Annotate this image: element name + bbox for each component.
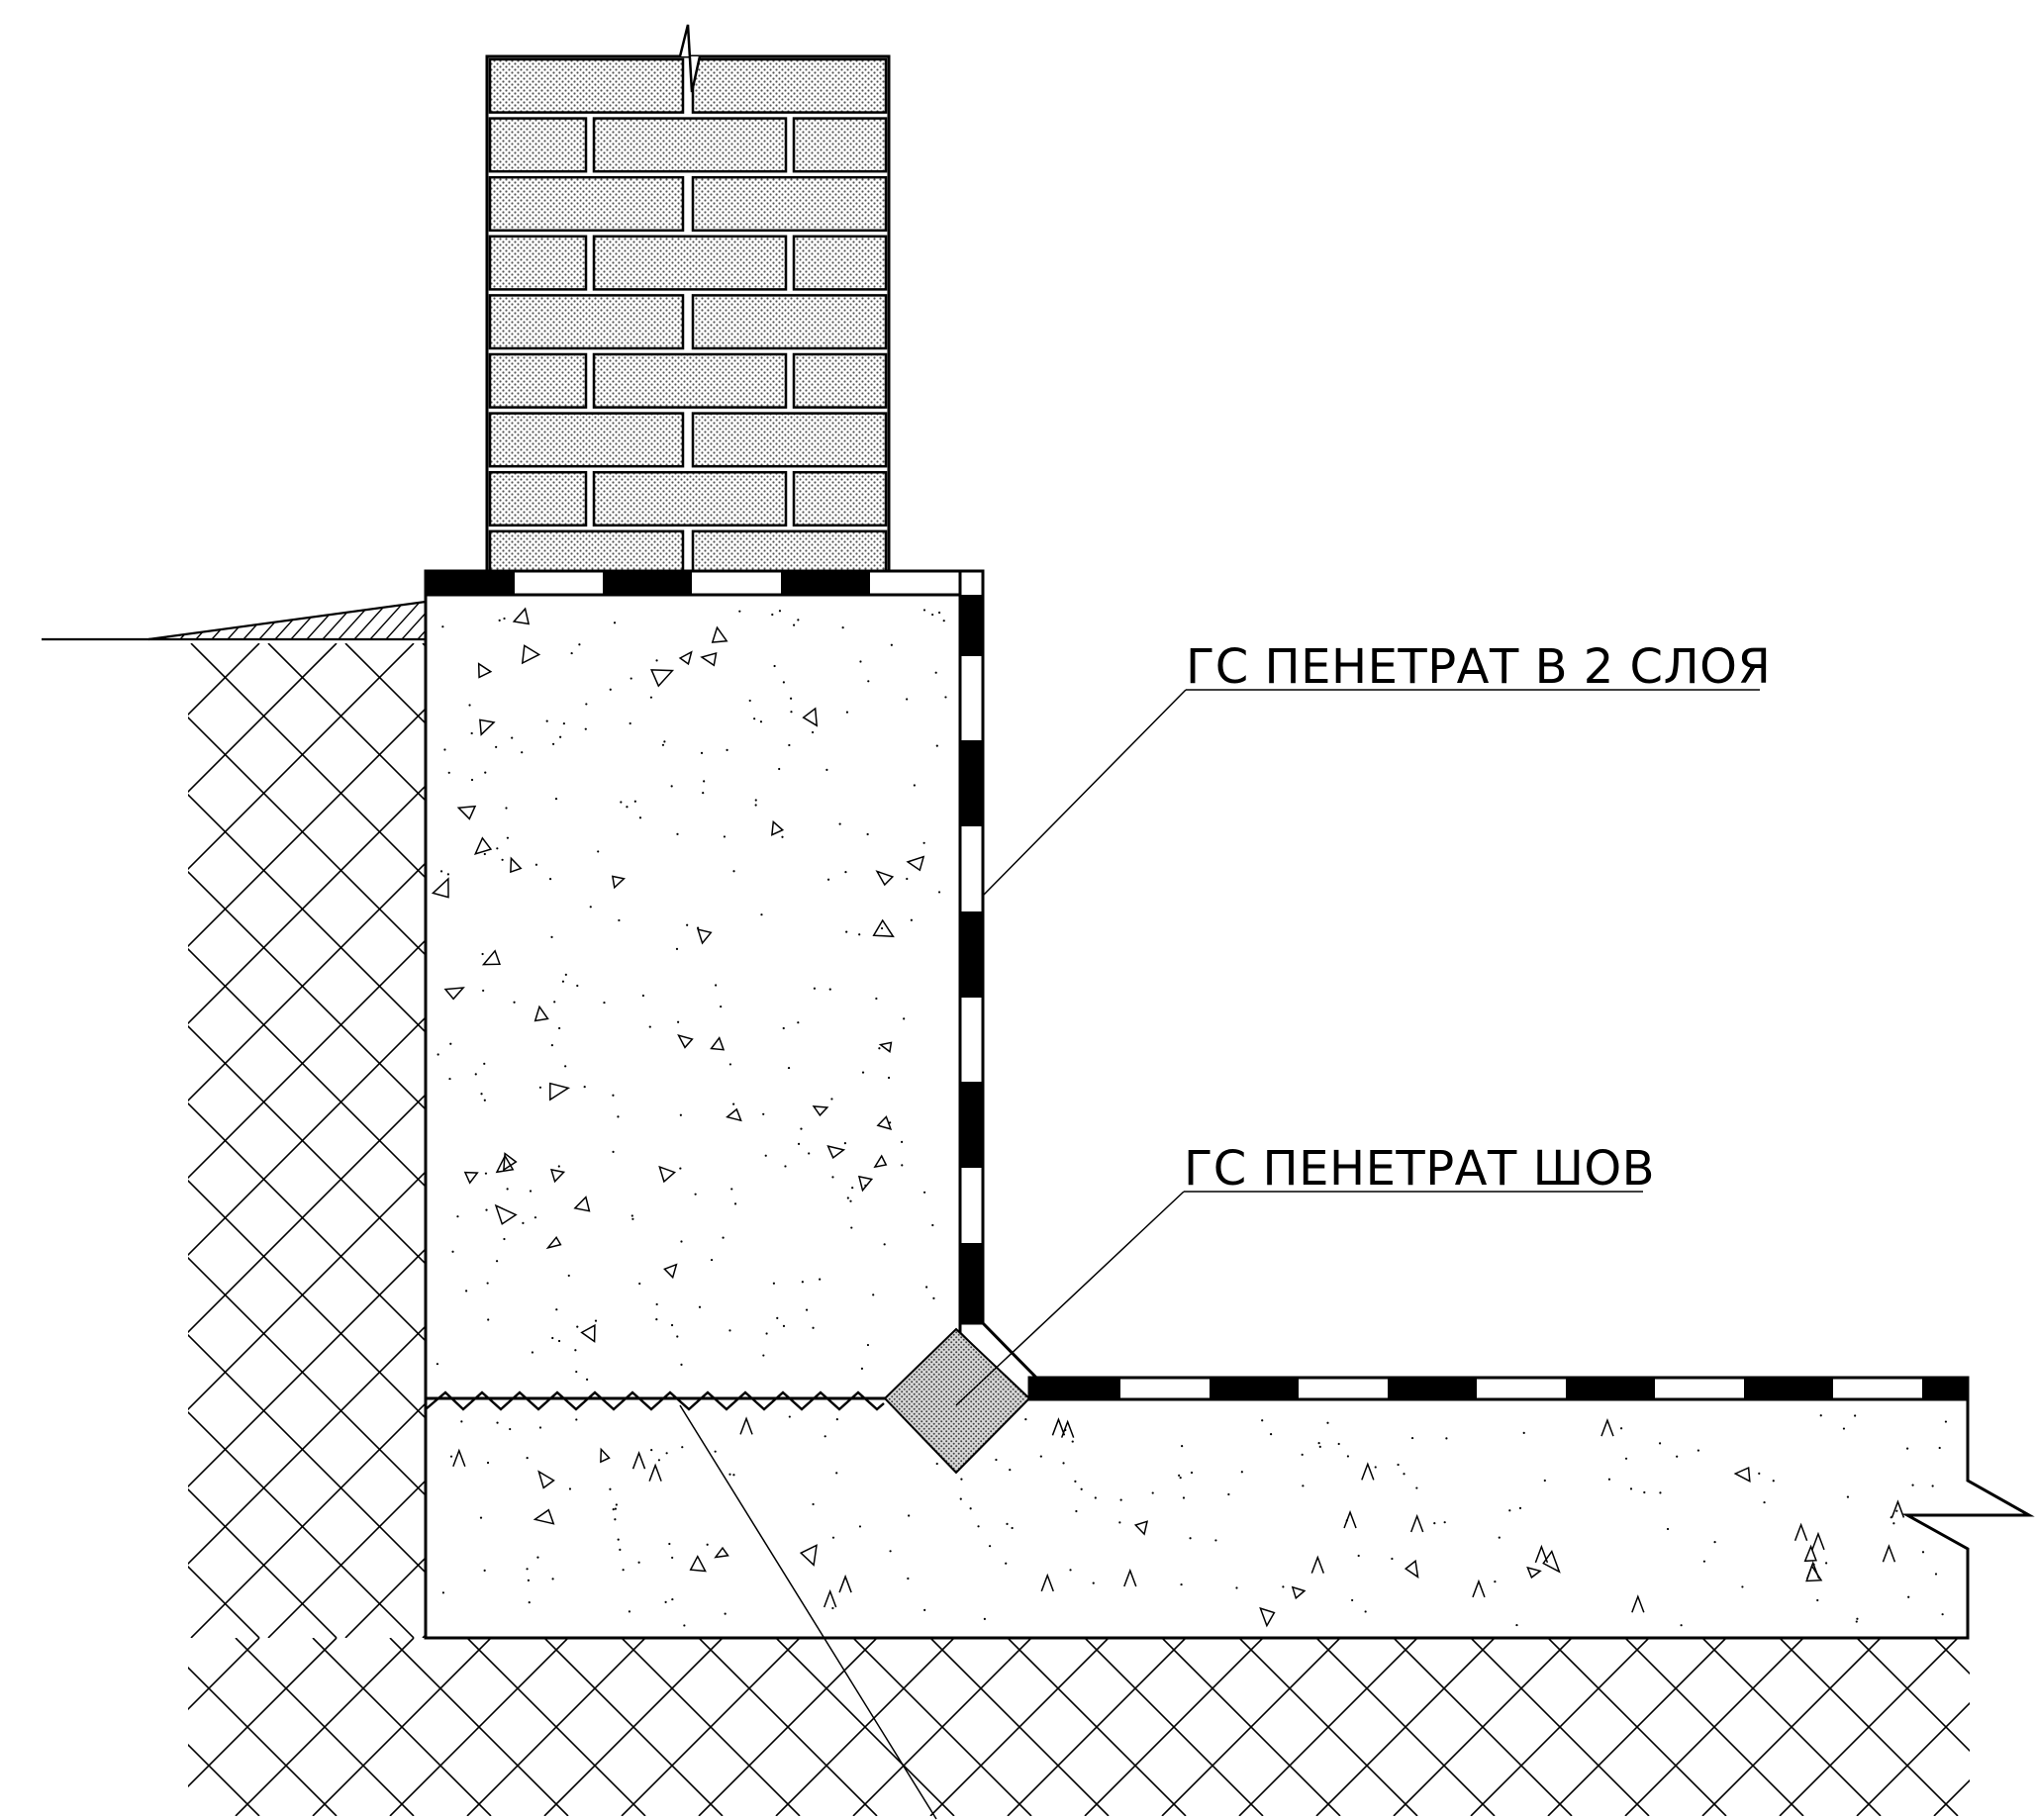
aggregate-mark [677, 1034, 694, 1049]
aggregate-mark [521, 644, 541, 665]
aggregate-mark [663, 1263, 678, 1280]
aggregate-mark [799, 1544, 818, 1567]
aggregate-mark [533, 1508, 555, 1525]
aggregate-mark [1733, 1466, 1751, 1484]
aggregate-mark [495, 1154, 515, 1174]
brick [691, 294, 888, 350]
aggregate-mark [689, 1555, 707, 1573]
aggregate-mark [857, 1175, 874, 1193]
brick [488, 294, 685, 350]
brick [488, 57, 685, 114]
aggregate-mark [473, 836, 493, 855]
soil-left-hatch [188, 643, 426, 1638]
wall-break-symbol [671, 24, 707, 93]
aggregate-mark [550, 1168, 566, 1184]
aggregate-mark [1542, 1550, 1561, 1574]
aggregate-mark [479, 718, 496, 736]
brick [592, 352, 788, 409]
aggregate-mark [876, 1115, 893, 1131]
aggregate-mark [549, 1082, 571, 1102]
brick [488, 175, 685, 233]
aggregate-mark [872, 918, 895, 938]
aggregate-mark [658, 1165, 677, 1184]
aggregate-mark [477, 662, 493, 679]
aggregate-mark [463, 1171, 479, 1185]
aggregate-mark [456, 805, 477, 820]
aggregate-mark [1291, 1585, 1307, 1600]
aggregate-mark [510, 856, 523, 874]
aggregate-mark [700, 651, 718, 667]
brick [488, 352, 588, 409]
aggregate-mark [714, 1546, 729, 1559]
aggregate-mark [697, 928, 713, 945]
aggregate-mark [1803, 1544, 1817, 1563]
aggregate-mark [580, 1323, 596, 1343]
aggregate-mark [573, 1196, 591, 1212]
aggregate-mark [1133, 1520, 1149, 1536]
brick [488, 117, 588, 173]
aggregate-mark [726, 1107, 742, 1122]
aggregate-mark [711, 625, 728, 643]
aggregate-mark [431, 877, 449, 899]
callout-membrane [982, 689, 1760, 897]
brick [691, 412, 888, 468]
brick [691, 175, 888, 233]
aggregate-mark [494, 1203, 518, 1225]
callout-seam [955, 1191, 1643, 1406]
aggregate-mark [537, 1470, 555, 1489]
aggregate-mark [1404, 1559, 1419, 1579]
aggregate-mark [678, 650, 693, 666]
aggregate-mark [878, 1041, 893, 1053]
aggregate-mark [1526, 1566, 1542, 1580]
aggregate-mark [1259, 1606, 1276, 1628]
brick [488, 470, 588, 527]
brick [592, 235, 788, 291]
brick [592, 470, 788, 527]
waterproofing-membrane [424, 569, 1970, 1401]
callout-membrane-label: ГС ПЕНЕТРАТ В 2 СЛОЯ [1186, 639, 1771, 695]
seam-sealant-fill [883, 1327, 1031, 1475]
brick [792, 235, 888, 291]
brick-wall [485, 54, 891, 586]
brick [792, 117, 888, 173]
aggregate-mark [512, 607, 531, 625]
brick [691, 57, 888, 114]
aggregate-mark [503, 1152, 518, 1172]
brick [488, 412, 685, 468]
aggregate-mark [481, 949, 501, 966]
cold-joint-line [425, 1390, 885, 1411]
aggregate-mark [710, 1036, 726, 1051]
brick [488, 235, 588, 291]
aggregate-mark [906, 855, 925, 872]
brick [792, 470, 888, 527]
aggregate-mark [812, 1105, 829, 1117]
cold-joint-leader [679, 1404, 937, 1820]
soil-bottom-hatch [188, 1638, 1970, 1816]
aggregate-mark [443, 987, 465, 1001]
concrete-wall [424, 593, 962, 1400]
aggregate-mark [873, 1154, 888, 1169]
brick [792, 352, 888, 409]
concrete-slab [424, 1396, 2035, 1640]
aggregate-mark [826, 1145, 846, 1159]
aggregate-mark [771, 819, 785, 836]
brick [592, 117, 788, 173]
aggregate-mark [875, 870, 895, 887]
aggregate-mark [802, 707, 819, 727]
ground-line [42, 600, 427, 641]
callout-seam-label: ГС ПЕНЕТРАТ ШОВ [1184, 1141, 1655, 1197]
aggregate-mark [533, 1005, 549, 1022]
aggregate-mark [650, 669, 675, 688]
aggregate-mark [545, 1235, 562, 1250]
aggregate-mark [600, 1447, 611, 1464]
aggregate-mark [611, 875, 626, 890]
